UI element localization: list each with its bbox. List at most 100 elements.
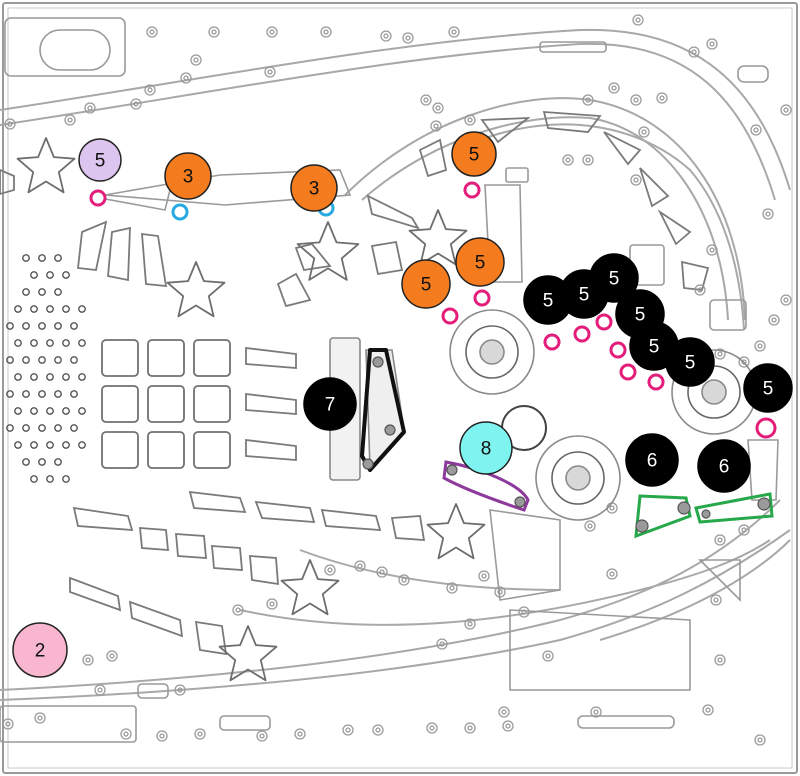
marker-label: 5 [635,305,646,326]
post-center [713,597,719,603]
post-center [741,527,747,533]
post-center [771,317,777,323]
post-center [37,715,43,721]
hole [78,441,86,449]
marker-label: 2 [35,641,46,662]
marker-8: 8 [459,421,513,475]
post [630,94,642,106]
post [608,82,620,94]
hole [6,322,14,330]
post [342,724,354,736]
post-center [709,41,715,47]
post-center [211,29,217,35]
marker-circle [589,253,639,303]
hole [30,339,38,347]
star-insert [166,261,226,318]
star-inserts [16,137,486,682]
post-center [585,157,591,163]
post [84,102,96,114]
post [376,566,388,578]
post [710,594,722,606]
hole [62,407,70,415]
marker-5-orange-mid: 5 [455,237,505,287]
hole [62,373,70,381]
post-center [709,247,715,253]
marker-label: 8 [481,439,492,460]
marker-label: 5 [421,275,432,296]
post [372,724,384,736]
marker-circle [455,237,505,287]
hole [22,322,30,330]
marker-3-b: 3 [290,164,338,212]
post [780,104,792,116]
post [120,728,132,740]
marker-circle [12,622,68,678]
marker-label: 6 [647,451,658,472]
hole [22,356,30,364]
hole [62,339,70,347]
marker-5-orange-top: 5 [451,131,497,177]
post-center [439,641,445,647]
post-center [259,733,265,739]
post-center [269,601,275,607]
hole [46,475,54,483]
post [380,30,392,42]
post-center [501,709,507,715]
post [402,32,414,44]
rubber-rings [360,348,774,539]
post-center [147,87,153,93]
hole [14,373,22,381]
marker-7: 7 [303,377,357,431]
hole [62,475,70,483]
post-center [633,177,639,183]
hole [30,373,38,381]
post-center [149,29,155,35]
marker-circle [303,377,357,431]
arrow-inserts [0,111,710,656]
hole [30,407,38,415]
marker-label: 3 [183,167,194,188]
post [738,356,750,368]
hole [30,441,38,449]
post-center [609,571,615,577]
post [464,618,476,630]
post-center [783,297,789,303]
post [754,734,766,746]
marker-label: 5 [649,337,660,358]
hole [38,356,46,364]
post-center [611,85,617,91]
post [34,712,46,724]
post [494,586,506,598]
post-center [97,687,103,693]
marker-6-a: 6 [625,433,679,487]
post [706,244,718,256]
post-center [235,607,241,613]
hole [54,254,62,262]
post [688,46,700,58]
post-center [481,573,487,579]
post [582,94,594,106]
hole [14,441,22,449]
post [768,314,780,326]
star-insert [218,625,278,682]
post-center [697,287,703,293]
post [562,154,574,166]
post [630,174,642,186]
hole [38,254,46,262]
hole [6,390,14,398]
post [714,348,726,360]
hole [14,305,22,313]
post [606,568,618,580]
post-center [467,621,473,627]
post-center [717,537,723,543]
hole [38,390,46,398]
marker-label: 5 [579,285,590,306]
post-center [177,687,183,693]
post-center [375,727,381,733]
post [502,720,514,732]
post [702,704,714,716]
post-center [609,505,615,511]
